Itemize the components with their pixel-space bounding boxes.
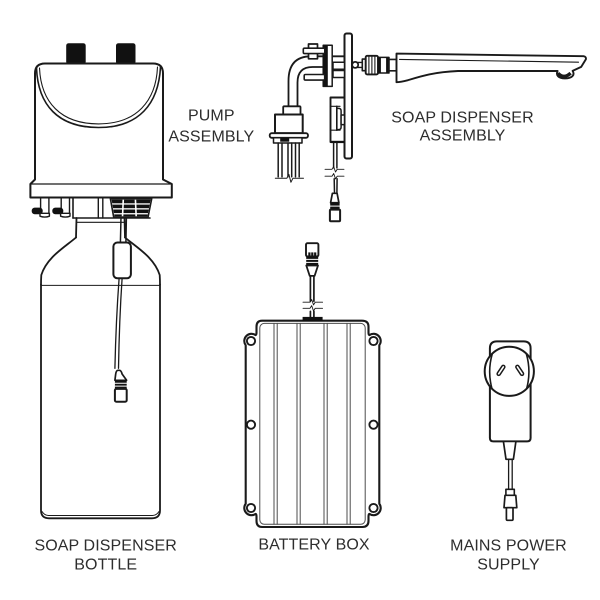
- plug-face: [483, 345, 535, 397]
- soap-dispenser-bottle-illustration: [40, 216, 161, 520]
- label-soap-dispenser-bottle-line2: BOTTLE: [74, 557, 137, 574]
- mounting-hardware: [302, 43, 346, 88]
- label-soap-dispenser-assembly-line2: ASSEMBLY: [420, 128, 506, 145]
- pump-outlet-grid: [109, 197, 153, 218]
- label-mains-power-supply-line2: SUPPLY: [477, 557, 540, 574]
- battery-cable-connector: [302, 242, 324, 319]
- label-pump-assembly-line1: PUMP: [188, 107, 235, 124]
- label-pump-assembly-line2: ASSEMBLY: [168, 128, 254, 145]
- label-soap-dispenser-assembly-line1: SOAP DISPENSER: [391, 110, 534, 127]
- sensor-cable: [324, 142, 345, 223]
- inlet-fitting: [268, 105, 309, 183]
- pump-knob-right: [116, 43, 136, 65]
- label-soap-dispenser-bottle-line1: SOAP DISPENSER: [34, 538, 177, 555]
- spout: [395, 52, 587, 84]
- bottle-tube-and-connector: [112, 216, 132, 403]
- battery-box-illustration: [243, 242, 382, 529]
- label-mains-power-supply-line1: MAINS POWER: [450, 538, 567, 555]
- adapter-cable: [502, 440, 518, 522]
- pump-knob-left: [66, 43, 86, 65]
- label-battery-box: BATTERY BOX: [258, 537, 370, 554]
- wall-plate: [343, 32, 353, 160]
- sensor-box: [329, 96, 346, 144]
- plug-pins: [496, 364, 525, 377]
- pump-body: [29, 62, 173, 199]
- battery-box-outline: [243, 319, 382, 529]
- spout-coupling: [351, 54, 398, 76]
- pump-hose-barbs: [31, 196, 71, 218]
- soap-dispenser-assembly-illustration: [268, 32, 587, 223]
- battery-box-screws: [245, 335, 379, 514]
- pump-assembly-illustration: [29, 43, 173, 219]
- mains-power-supply-illustration: [483, 340, 535, 522]
